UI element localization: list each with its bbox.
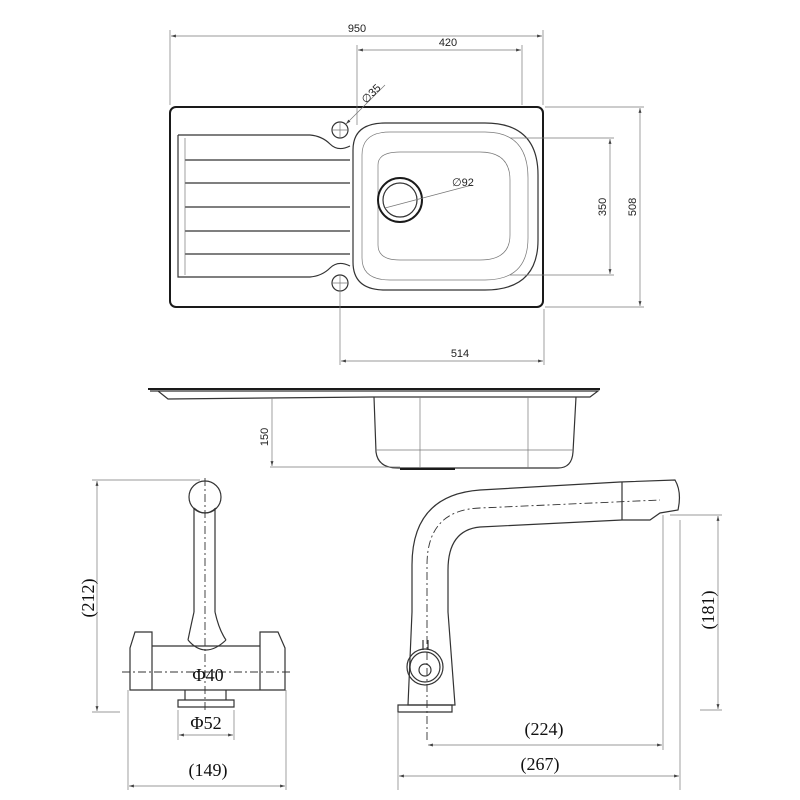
dim-212: (212) (78, 579, 99, 618)
dim-181: (181) (698, 591, 719, 630)
dim-267: (267) (521, 754, 560, 775)
tap-front-view: (212) Φ40 Φ52 (149) (78, 478, 290, 790)
dim-514: 514 (451, 348, 469, 360)
drainer-grooves (184, 138, 350, 275)
dim-150: 150 (259, 428, 271, 446)
sink-side-view: 150 (148, 388, 600, 470)
dim-420: 420 (439, 37, 457, 49)
dim-waste: ∅92 (452, 177, 474, 189)
dim-508: 508 (627, 198, 639, 216)
dim-350: 350 (597, 198, 609, 216)
waste-outlet (377, 177, 423, 223)
dim-950: 950 (348, 23, 366, 35)
dim-149: (149) (189, 760, 228, 781)
dim-224: (224) (525, 719, 564, 740)
dim-phi40: Φ40 (192, 665, 223, 685)
sink-plan-view: 950 420 ∅35 ∅92 350 508 514 (169, 23, 644, 365)
dim-phi52: Φ52 (190, 713, 221, 733)
tap-side-view: (181) (224) (267) (397, 479, 722, 790)
dim-tap-hole: ∅35 (360, 82, 384, 106)
